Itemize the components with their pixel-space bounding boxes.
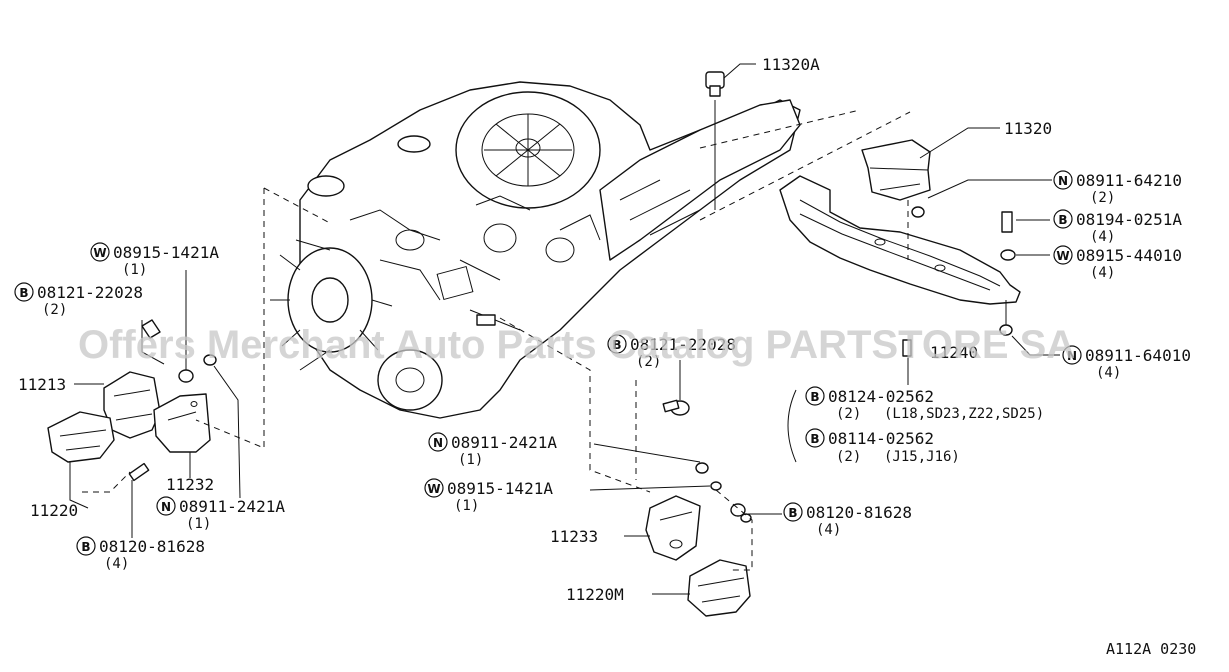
bolt-symbol: B: [810, 432, 819, 446]
engine-illustration: [270, 81, 801, 419]
qty-08915-1421A-top: (1): [122, 262, 147, 278]
part-11220M-insulator: [687, 559, 751, 617]
watermark: Offers Merchant Auto Parts Catalog PARTS…: [78, 323, 1075, 367]
label-08124-02562: 08124-02562: [828, 387, 934, 406]
label-08915-1421A-mid: 08915-1421A: [447, 479, 553, 498]
nut-symbol: N: [1067, 349, 1077, 363]
label-08121-22028-left: 08121-22028: [37, 283, 143, 302]
qty-08121-22028-left: (2): [42, 302, 67, 318]
label-08911-2421A-left: 08911-2421A: [179, 497, 285, 516]
bolt-symbol: B: [19, 286, 28, 300]
label-08114-02562: 08114-02562: [828, 429, 934, 448]
washer-symbol: W: [93, 246, 106, 260]
label-08911-64210: 08911-64210: [1076, 171, 1182, 190]
bolt-symbol: B: [81, 540, 90, 554]
label-08120-81628-left: 08120-81628: [99, 537, 205, 556]
bolt-symbol: B: [810, 390, 819, 404]
nut-symbol: N: [161, 500, 171, 514]
note-08124-02562: (L18,SD23,Z22,SD25): [884, 406, 1044, 422]
label-11232: 11232: [166, 475, 214, 494]
qty-08124-02562: (2): [836, 406, 861, 422]
part-11320-mount: [861, 139, 931, 201]
part-11240-crossmember: [779, 175, 1021, 305]
bolt-symbol: B: [612, 338, 621, 352]
label-11233: 11233: [550, 527, 598, 546]
qty-08915-44010: (4): [1090, 265, 1115, 281]
label-11320: 11320: [1004, 119, 1052, 138]
washer-symbol: W: [427, 482, 440, 496]
qty-08120-81628-right: (4): [816, 522, 841, 538]
label-08911-64010: 08911-64010: [1085, 346, 1191, 365]
note-08114-02562: (J15,J16): [884, 449, 960, 465]
label-08121-22028-mid: 08121-22028: [630, 335, 736, 354]
nut-symbol: N: [1058, 174, 1068, 188]
qty-08911-64010: (4): [1096, 365, 1121, 381]
qty-08915-1421A-mid: (1): [454, 498, 479, 514]
label-08120-81628-right: 08120-81628: [806, 503, 912, 522]
part-11220-insulator: [47, 411, 115, 463]
label-11220: 11220: [30, 501, 78, 520]
qty-08911-2421A-left: (1): [186, 516, 211, 532]
qty-08911-64210: (2): [1090, 190, 1115, 206]
label-08911-2421A-mid: 08911-2421A: [451, 433, 557, 452]
figure-code: A112A 0230: [1106, 640, 1196, 658]
qty-08114-02562: (2): [836, 449, 861, 465]
label-11320A: 11320A: [762, 55, 820, 74]
washer-symbol: W: [1056, 249, 1069, 263]
bolt-symbol: B: [788, 506, 797, 520]
bolt-symbol: B: [1058, 213, 1067, 227]
part-11232-bracket: [153, 393, 211, 453]
label-08915-1421A-top: 08915-1421A: [113, 243, 219, 262]
qty-08121-22028-mid: (2): [636, 354, 661, 370]
label-08194-0251A: 08194-0251A: [1076, 210, 1182, 229]
qty-08911-2421A-mid: (1): [458, 452, 483, 468]
label-11220M: 11220M: [566, 585, 624, 604]
label-08915-44010: 08915-44010: [1076, 246, 1182, 265]
nut-symbol: N: [433, 436, 443, 450]
label-11213: 11213: [18, 375, 66, 394]
part-11320A: [705, 71, 725, 97]
qty-08194-0251A: (4): [1090, 229, 1115, 245]
part-11233-bracket: [645, 495, 701, 561]
qty-08120-81628-left: (4): [104, 556, 129, 572]
label-11240: 11240: [930, 343, 978, 362]
